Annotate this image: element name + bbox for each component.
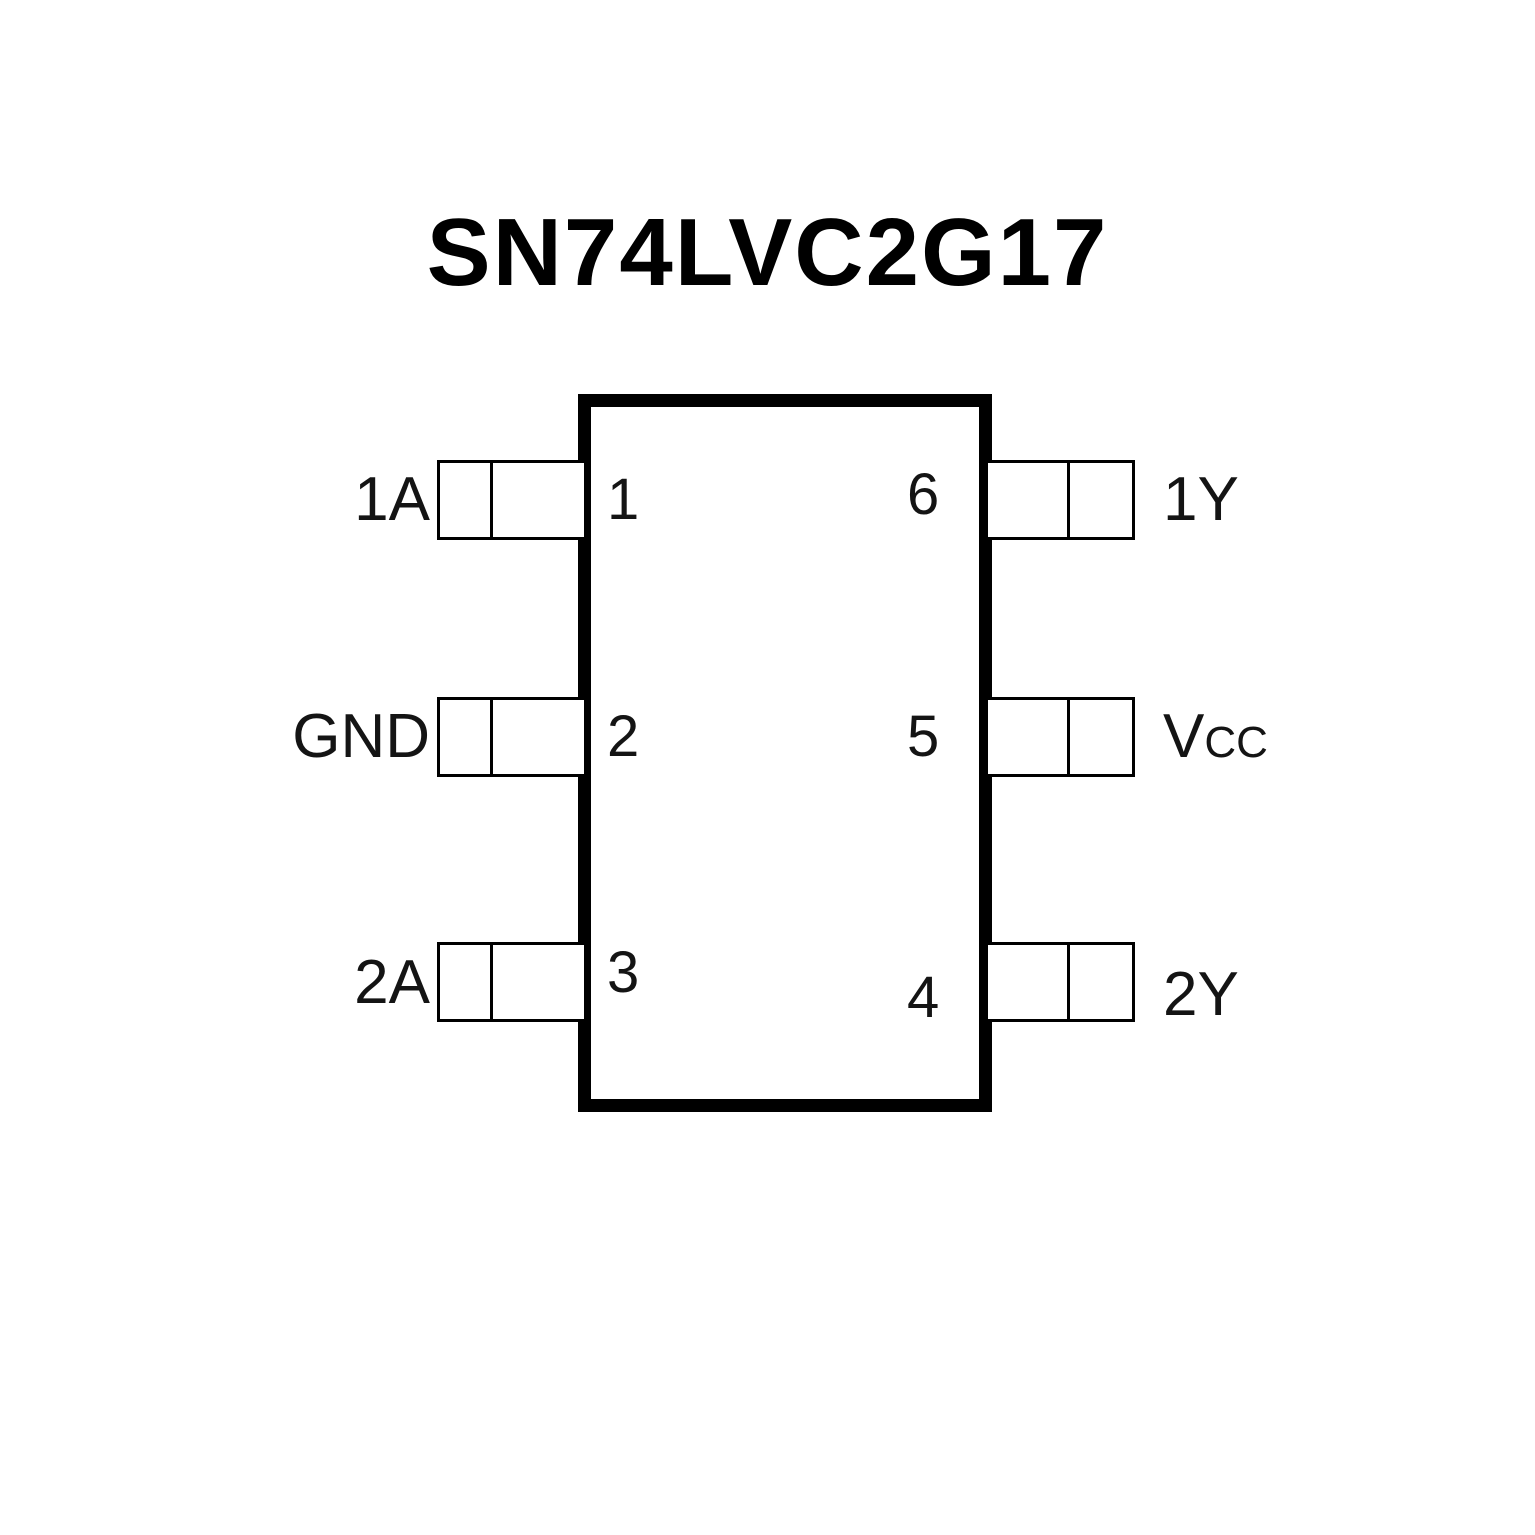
pin-label-vcc-main: V	[1163, 702, 1205, 771]
pin-number-1: 1	[607, 467, 640, 532]
pin-number-3: 3	[607, 940, 640, 1005]
pin-label-2y: 2Y	[1163, 962, 1239, 1034]
pin-number-6: 6	[907, 462, 940, 527]
pin-box-5-inner-segment	[988, 700, 1067, 774]
pin-label-1y: 1Y	[1163, 467, 1239, 539]
pin-box-5-outer-segment	[1067, 700, 1132, 774]
pin-box-4-outer-segment	[1067, 945, 1132, 1019]
pin-box-1-outer-segment	[440, 463, 493, 537]
pin-box-6-outer-segment	[1067, 463, 1132, 537]
pin-label-2y-main: 2Y	[1163, 960, 1239, 1029]
pin-number-5: 5	[907, 704, 940, 769]
pin-label-vcc: VCC	[1163, 704, 1268, 776]
pin-box-6	[985, 460, 1135, 540]
pin-box-1	[437, 460, 587, 540]
pin-box-3	[437, 942, 587, 1022]
chip-title: SN74LVC2G17	[426, 199, 1109, 306]
pin-box-2-inner-segment	[493, 700, 584, 774]
pin-box-2-outer-segment	[440, 700, 493, 774]
pin-box-1-inner-segment	[493, 463, 584, 537]
pin-box-3-inner-segment	[493, 945, 584, 1019]
pin-box-2	[437, 697, 587, 777]
pin-label-1y-main: 1Y	[1163, 465, 1239, 534]
pin-box-4	[985, 942, 1135, 1022]
pin-label-gnd: GND	[292, 702, 430, 771]
pin-label-vcc-sub: CC	[1204, 718, 1268, 767]
pin-box-4-inner-segment	[988, 945, 1067, 1019]
ic-body	[578, 394, 992, 1112]
pin-box-5	[985, 697, 1135, 777]
pin-number-4: 4	[907, 965, 940, 1030]
pin-number-2: 2	[607, 704, 640, 769]
pin-box-3-outer-segment	[440, 945, 493, 1019]
pin-label-2a: 2A	[354, 948, 430, 1017]
pin-label-1a: 1A	[354, 465, 430, 534]
pin-box-6-inner-segment	[988, 463, 1067, 537]
